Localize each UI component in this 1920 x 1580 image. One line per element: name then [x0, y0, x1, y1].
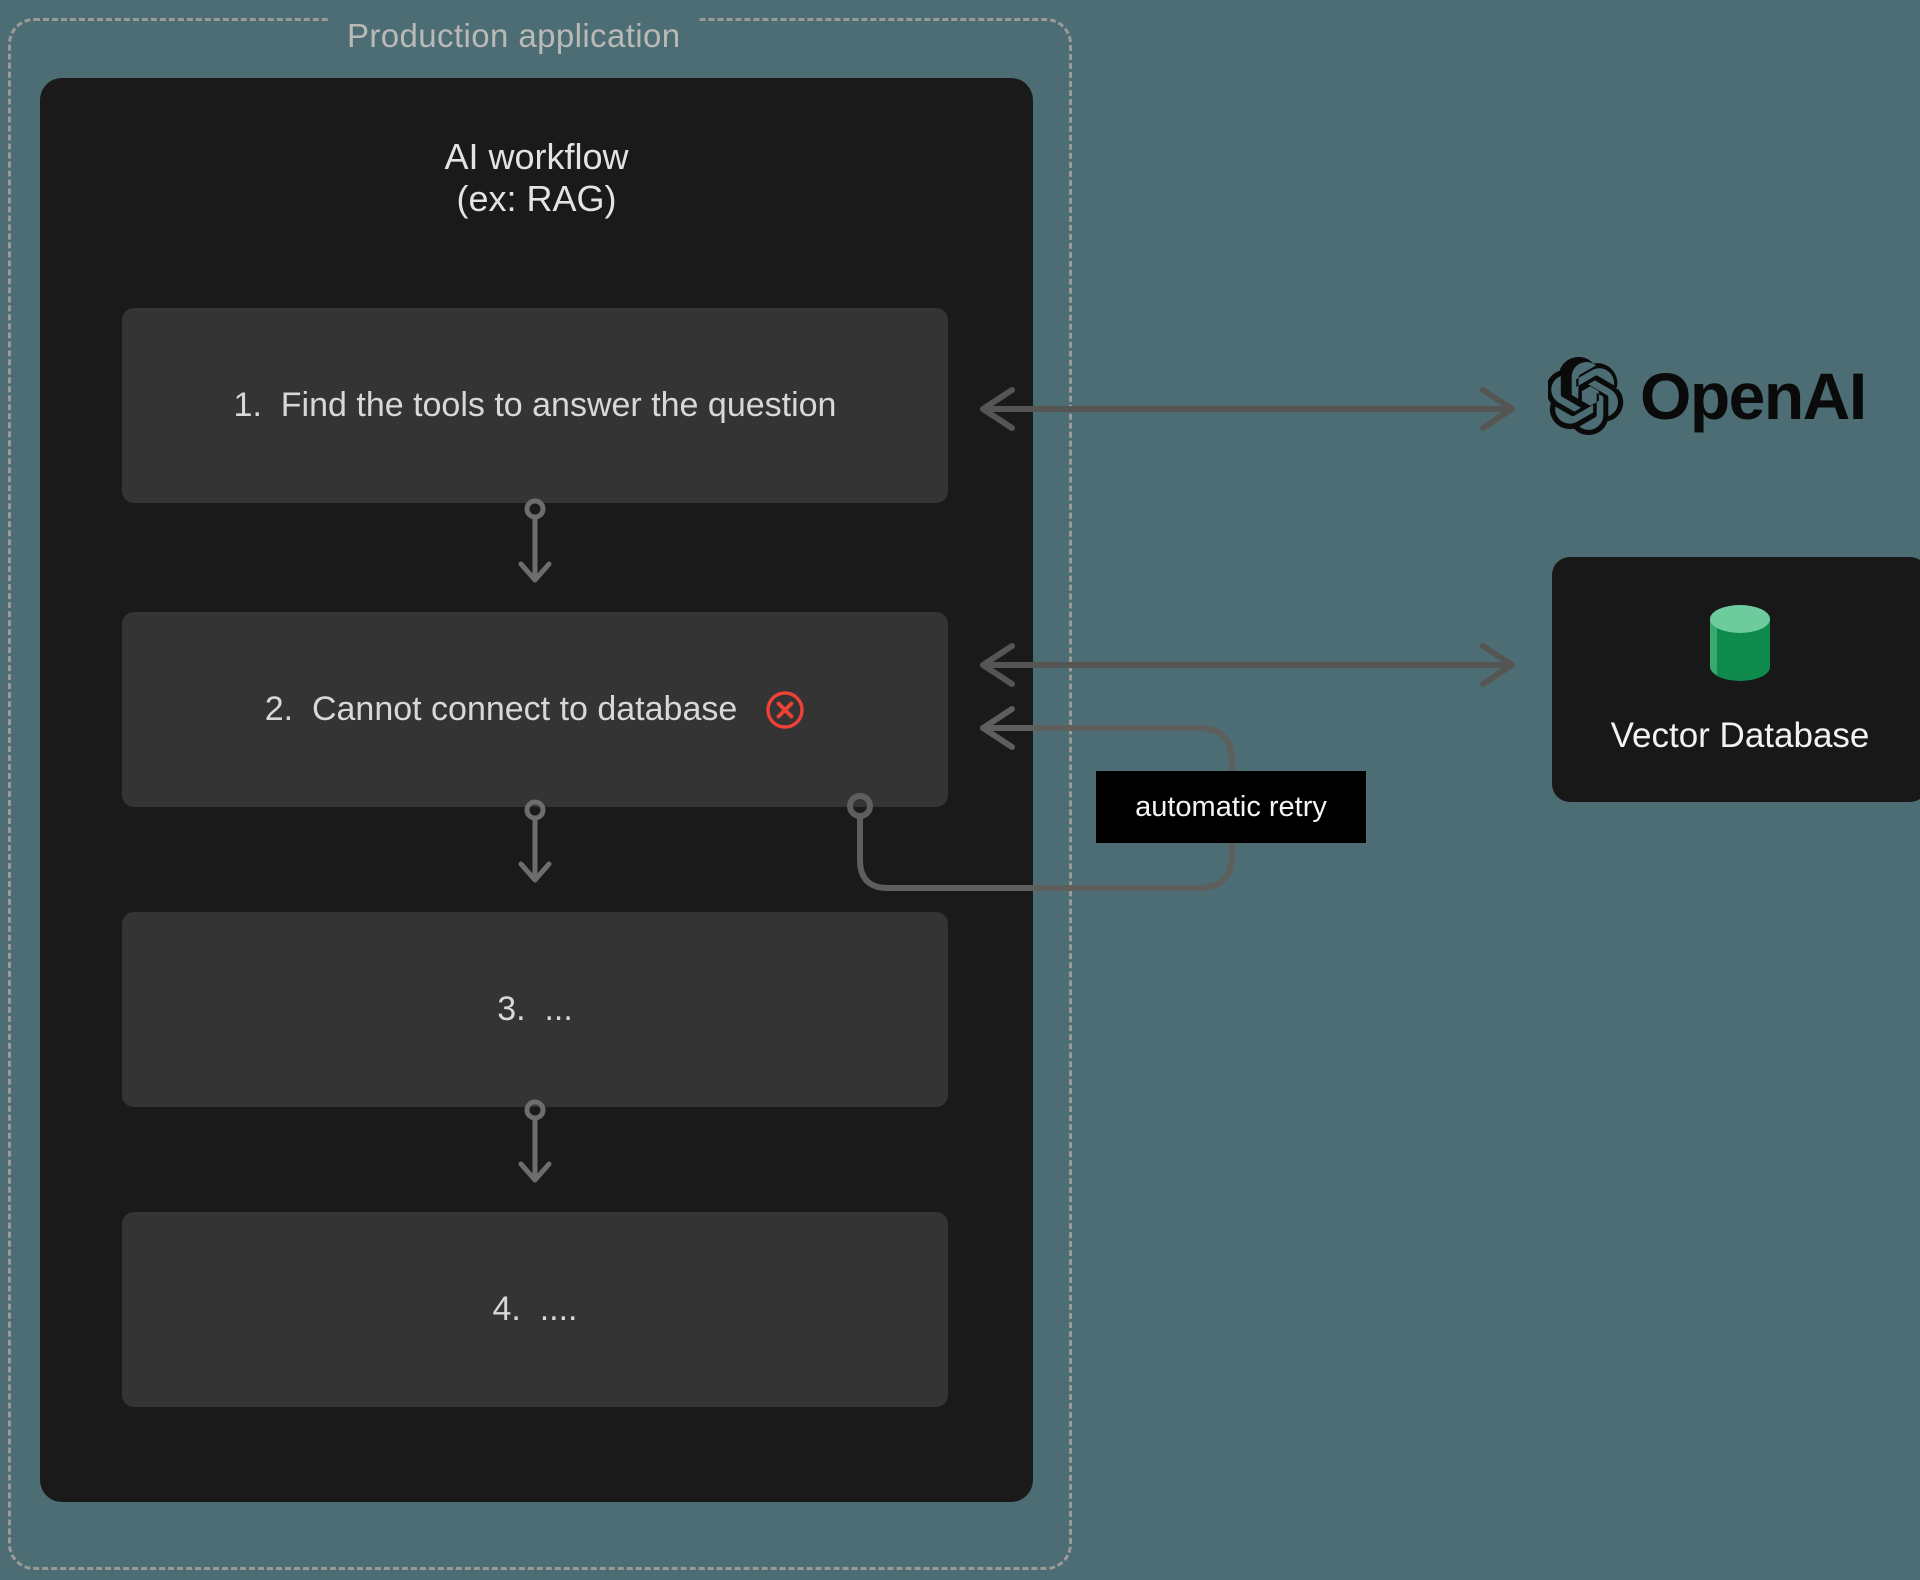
- openai-label: OpenAI: [1640, 359, 1867, 433]
- workflow-step-1[interactable]: 1. Find the tools to answer the question: [122, 308, 948, 503]
- database-cylinder-icon: [1710, 604, 1770, 681]
- ai-workflow-title: AI workflow (ex: RAG): [444, 136, 629, 220]
- production-application-boundary: Production application: [8, 17, 1072, 1570]
- connector-step1-step2: [521, 498, 549, 580]
- arrow-step2-vectordb: [980, 643, 1515, 687]
- connector-step3-step4: [521, 1099, 549, 1180]
- production-application-label: Production application: [331, 17, 697, 55]
- workflow-step-3[interactable]: 3. ...: [122, 912, 948, 1107]
- automatic-retry-label: automatic retry: [1096, 771, 1366, 843]
- error-circle-x-icon: [766, 690, 804, 729]
- vector-database-label: Vector Database: [1610, 715, 1870, 755]
- workflow-step-4[interactable]: 4. ....: [122, 1212, 948, 1407]
- connector-step2-step3: [521, 799, 549, 880]
- arrow-step1-openai: [980, 387, 1515, 431]
- workflow-step-2[interactable]: 2. Cannot connect to database: [122, 612, 948, 807]
- vector-database-node[interactable]: Vector Database: [1552, 557, 1920, 802]
- openai-logo-icon: [1548, 357, 1624, 435]
- retry-loop-connector: [847, 706, 1235, 891]
- workflow-step-2-label: 2. Cannot connect to database: [264, 690, 738, 728]
- ai-workflow-panel: AI workflow (ex: RAG) 1. Find the tools …: [40, 78, 1033, 1502]
- workflow-step-3-label: 3. ...: [497, 990, 573, 1028]
- workflow-step-1-label: 1. Find the tools to answer the question: [233, 386, 837, 424]
- workflow-step-4-label: 4. ....: [492, 1290, 578, 1328]
- openai-node[interactable]: OpenAI: [1548, 357, 1908, 435]
